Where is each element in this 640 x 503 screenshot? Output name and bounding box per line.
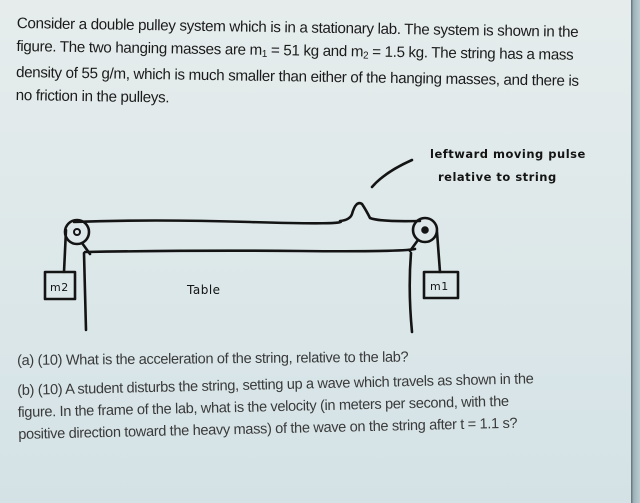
left-pulley-mount: [80, 241, 92, 256]
table-top: [83, 247, 417, 254]
question-a: (a) (10) What is the acceleration of the…: [17, 349, 409, 369]
table-leg-right: [408, 251, 414, 334]
question-b: (b) (10) A student disturbs the string, …: [17, 368, 535, 446]
string-right-vertical: [435, 230, 442, 274]
string-top: [72, 201, 422, 225]
annotation-line-2: relative to string: [438, 170, 557, 184]
table-label: Table: [186, 283, 221, 297]
right-pulley-mount: [408, 238, 420, 253]
mass-m1-box: [422, 270, 460, 300]
screen-edge: [631, 0, 640, 503]
table-leg-left: [82, 251, 88, 332]
left-pulley-icon: [63, 218, 91, 246]
left-mass-label: m2: [50, 281, 69, 294]
annotation-pointer-line: [370, 158, 414, 189]
right-pulley-icon: [411, 216, 439, 244]
right-mass-label: m1: [430, 280, 449, 293]
mass-m2-box: [43, 270, 77, 301]
string-left-vertical: [62, 228, 68, 274]
annotation-line-1: leftward moving pulse: [430, 147, 586, 161]
